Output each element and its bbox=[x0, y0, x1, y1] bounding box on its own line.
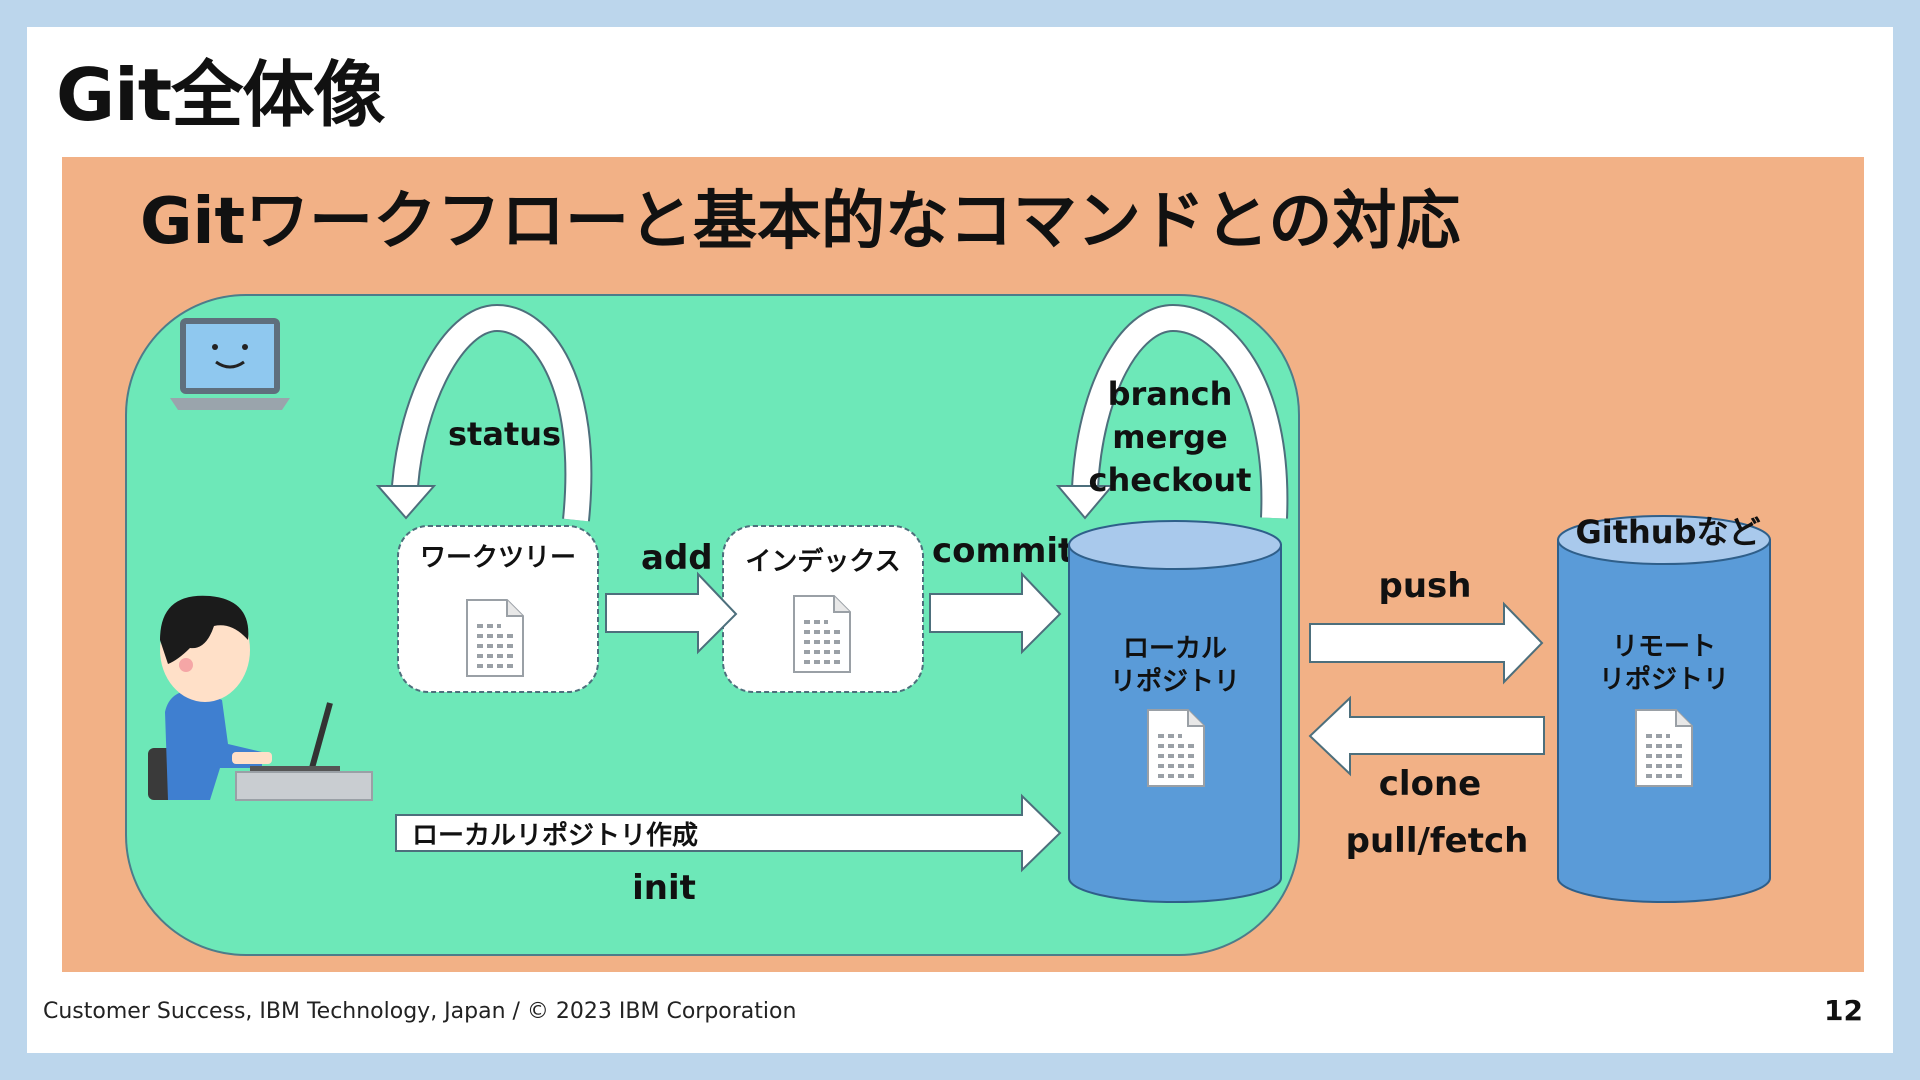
clone-pull-arrow bbox=[1308, 695, 1545, 777]
merge-command-label: merge bbox=[1112, 418, 1227, 456]
remote-host-label: Githubなど bbox=[1575, 513, 1760, 551]
local-repository-cylinder: ローカル リポジトリ bbox=[1068, 520, 1282, 903]
slide-title: Git全体像 bbox=[56, 53, 385, 137]
init-arrow bbox=[395, 793, 1062, 873]
status-command-label: status bbox=[448, 415, 561, 453]
working-tree-file-icon bbox=[465, 598, 525, 678]
person-at-laptop-icon bbox=[148, 595, 373, 801]
init-command-label: init bbox=[632, 868, 696, 908]
index-label: インデックス bbox=[745, 546, 900, 577]
add-arrow bbox=[605, 571, 738, 655]
status-loop-arrow bbox=[375, 303, 593, 522]
checkout-command-label: checkout bbox=[1089, 461, 1252, 499]
local-repo-label-line2: リポジトリ bbox=[1110, 666, 1240, 697]
local-repo-file-icon bbox=[1146, 708, 1206, 788]
index-file-icon bbox=[792, 594, 852, 674]
commit-command-label: commit bbox=[932, 531, 1074, 571]
remote-repository-cylinder: リモート リポジトリ bbox=[1557, 515, 1771, 903]
index-box: インデックス bbox=[722, 525, 924, 693]
create-local-repo-label: ローカルリポジトリ作成 bbox=[412, 820, 698, 851]
remote-repo-file-icon bbox=[1634, 708, 1694, 788]
push-arrow bbox=[1309, 601, 1544, 685]
pull-fetch-command-label: pull/fetch bbox=[1346, 821, 1529, 861]
commit-arrow bbox=[929, 571, 1062, 655]
push-command-label: push bbox=[1379, 566, 1472, 606]
page-number: 12 bbox=[1824, 994, 1863, 1027]
branch-loop-arrow bbox=[1055, 303, 1289, 520]
branch-command-label: branch bbox=[1108, 375, 1233, 413]
working-tree-label: ワークツリー bbox=[420, 543, 576, 573]
footer-copyright: Customer Success, IBM Technology, Japan … bbox=[43, 999, 797, 1024]
remote-repo-label-line1: リモート bbox=[1612, 632, 1716, 662]
remote-repo-label-line2: リポジトリ bbox=[1599, 664, 1729, 695]
laptop-icon bbox=[170, 318, 290, 410]
clone-command-label: clone bbox=[1379, 764, 1481, 804]
panel-title: Gitワークフローと基本的なコマンドとの対応 bbox=[140, 185, 1461, 259]
add-command-label: add bbox=[641, 538, 713, 578]
working-tree-box: ワークツリー bbox=[397, 525, 599, 693]
local-repo-label-line1: ローカル bbox=[1123, 634, 1227, 664]
